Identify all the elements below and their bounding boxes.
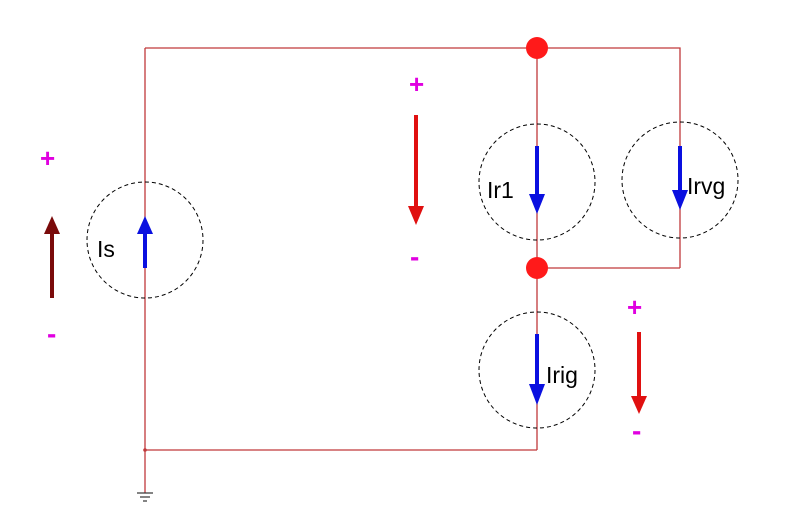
source-circle	[478, 311, 596, 429]
plus-sign: +	[627, 292, 642, 322]
junction-node-top[interactable]	[526, 37, 548, 59]
voltage-arrowhead-icon	[631, 396, 647, 414]
voltage-marker-parallel: + -	[408, 69, 424, 272]
voltage-marker-bottom: + -	[627, 292, 647, 446]
current-source-irig[interactable]: Irig	[478, 311, 596, 429]
plus-sign: +	[409, 69, 424, 99]
ground-junction-dot	[143, 448, 147, 452]
source-label: Irvg	[687, 173, 725, 199]
voltage-arrowhead-icon	[408, 206, 424, 225]
arrowhead-down-icon	[529, 384, 545, 405]
minus-sign: -	[47, 318, 56, 349]
voltage-marker-source: + -	[40, 143, 60, 349]
source-circle	[478, 123, 596, 241]
current-source-is[interactable]: Is	[86, 181, 204, 299]
source-circle	[621, 121, 739, 239]
source-label: Is	[97, 236, 115, 262]
source-circle	[86, 181, 204, 299]
arrowhead-up-icon	[137, 216, 153, 234]
source-label: Irig	[546, 362, 578, 388]
arrowhead-down-icon	[672, 190, 688, 210]
current-source-irvg[interactable]: Irvg	[621, 121, 739, 239]
plus-sign: +	[40, 143, 55, 173]
minus-sign: -	[410, 241, 419, 272]
arrowhead-down-icon	[529, 194, 545, 214]
junction-node-middle[interactable]	[526, 257, 548, 279]
ground-icon	[137, 492, 153, 502]
source-label: Ir1	[487, 177, 514, 203]
minus-sign: -	[632, 415, 641, 446]
current-source-ir1[interactable]: Ir1	[478, 123, 596, 241]
voltage-arrowhead-icon	[44, 216, 60, 234]
